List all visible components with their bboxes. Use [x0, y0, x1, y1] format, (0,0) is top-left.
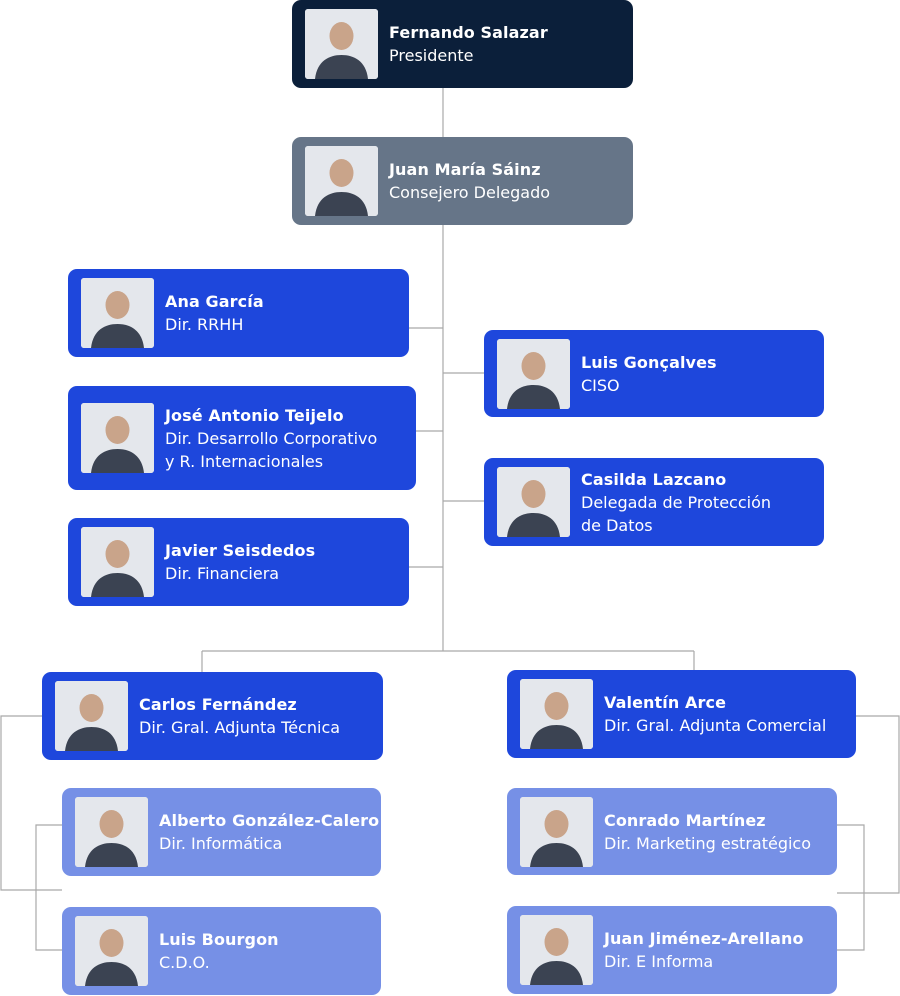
person-name: Conrado Martínez: [604, 810, 766, 830]
person-role: y R. Internacionales: [165, 451, 324, 471]
person-photo-icon: [520, 679, 593, 749]
connector-left-outer: [0, 715, 62, 891]
person-name: Fernando Salazar: [389, 23, 548, 42]
person-name: Alberto González-Calero: [159, 811, 380, 830]
connector-left-inner: [35, 824, 62, 951]
person-role: Dir. Desarrollo Corporativo: [165, 428, 378, 448]
person-name: José Antonio Teijelo: [165, 405, 344, 425]
person-role: Dir. Financiera: [165, 564, 280, 583]
person-role: Dir. RRHH: [165, 315, 244, 334]
person-name: Juan Jiménez-Arellano: [604, 929, 804, 948]
person-role: CISO: [581, 375, 620, 395]
person-photo-icon: [305, 9, 378, 79]
person-name: Valentín Arce: [604, 693, 727, 712]
person-role: Delegada de Protección: [581, 492, 772, 512]
person-role: Dir. E Informa: [604, 952, 714, 971]
connector-right-outer: [837, 715, 900, 894]
person-name: Casilda Lazcano: [581, 469, 727, 489]
person-photo-icon: [497, 467, 570, 537]
person-role: C.D.O.: [159, 953, 210, 972]
person-role: Dir. Marketing estratégico: [604, 833, 812, 853]
person-photo-icon: [75, 797, 148, 867]
person-photo-icon: [81, 527, 154, 597]
person-role: Dir. Informática: [159, 834, 283, 853]
person-role: Dir. Gral. Adjunta Comercial: [604, 716, 827, 735]
person-role: de Datos: [581, 515, 653, 535]
person-name: Carlos Fernández: [139, 695, 297, 714]
person-photo-icon: [55, 681, 128, 751]
person-photo-icon: [81, 403, 154, 473]
person-name: Ana García: [165, 292, 264, 311]
person-name: Luis Gonçalves: [581, 352, 717, 372]
person-photo-icon: [497, 338, 570, 409]
person-name: Juan María Sáinz: [389, 160, 541, 179]
person-role: Presidente: [389, 46, 474, 65]
person-photo-icon: [75, 916, 148, 986]
person-name: Javier Seisdedos: [165, 541, 316, 560]
connector-right-inner: [837, 824, 865, 951]
person-role: Consejero Delegado: [389, 183, 551, 202]
person-role: Dir. Gral. Adjunta Técnica: [139, 718, 341, 737]
connector-split: [201, 650, 695, 672]
person-photo-icon: [305, 146, 378, 216]
person-photo-icon: [520, 796, 593, 867]
person-name: Luis Bourgon: [159, 930, 279, 949]
person-photo-icon: [520, 915, 593, 985]
person-photo-icon: [81, 278, 154, 348]
